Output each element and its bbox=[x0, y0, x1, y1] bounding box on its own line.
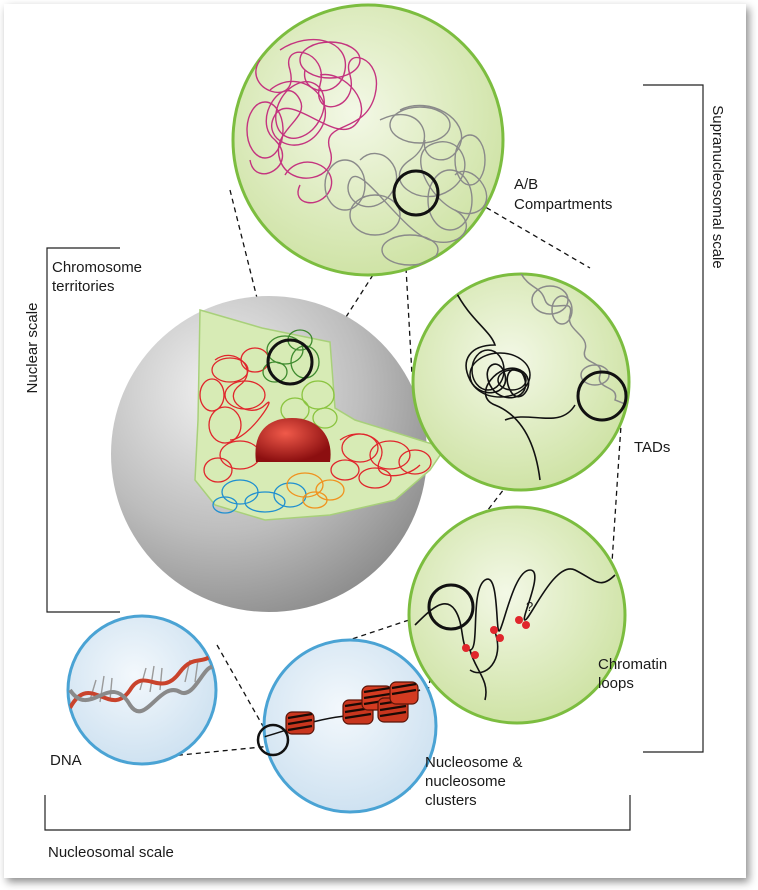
nucleosome-label-line3: clusters bbox=[425, 792, 477, 809]
nucleosome-circle bbox=[256, 638, 438, 814]
dna-label: DNA bbox=[50, 752, 82, 769]
loops-label-line2: loops bbox=[598, 675, 634, 692]
compartments-label-line2: Compartments bbox=[514, 196, 612, 213]
chromosome-territory-red bbox=[199, 347, 432, 489]
loops-label-line1: Chromatin bbox=[598, 656, 667, 673]
chromatin-loops-circle bbox=[407, 505, 627, 725]
territory-zoom-ring bbox=[266, 338, 314, 386]
compartments-label-line1: A/B bbox=[514, 176, 538, 193]
supranucleosomal-scale-label: Supranucleosomal scale bbox=[709, 105, 726, 268]
nuclear-scale-bracket bbox=[46, 247, 120, 613]
chromosome-territory-blue bbox=[212, 479, 307, 514]
nucleosome-zoom-ring bbox=[256, 723, 290, 757]
chromosome-territory-orange bbox=[286, 472, 345, 509]
tads-label: TADs bbox=[634, 439, 670, 456]
compartments-circle bbox=[231, 3, 505, 277]
nuclear-scale-label: Nuclear scale bbox=[24, 303, 41, 394]
nucleolus bbox=[255, 418, 331, 462]
compartment-zoom-ring bbox=[392, 169, 440, 217]
territories-label-line2: territories bbox=[52, 278, 115, 295]
territories-label-line1: Chromosome bbox=[52, 259, 142, 276]
supranucleosomal-scale-bracket bbox=[643, 84, 704, 753]
cohesin-anchors bbox=[462, 616, 530, 659]
nucleosome-label-line1: Nucleosome & bbox=[425, 754, 523, 771]
nucleosome-cluster bbox=[342, 681, 419, 725]
nucleosome-single bbox=[285, 711, 315, 735]
nucleosome-label-line2: nucleosome bbox=[425, 773, 506, 790]
nucleosomal-scale-label: Nucleosomal scale bbox=[48, 844, 174, 861]
chromatin-loop-fiber bbox=[414, 568, 616, 651]
tad-fiber-gray bbox=[519, 274, 629, 411]
nucleus-sphere bbox=[111, 296, 447, 612]
compartment-a-chromatin bbox=[246, 38, 378, 204]
tad-fiber-black bbox=[454, 289, 541, 481]
compartment-b-chromatin bbox=[324, 104, 488, 266]
tads-circle bbox=[411, 272, 631, 492]
loops-question-mark: ? bbox=[526, 599, 533, 614]
dna-double-helix bbox=[68, 648, 216, 714]
nucleosomal-scale-bracket bbox=[44, 795, 631, 831]
tad-zoom-ring bbox=[576, 370, 628, 422]
loop-zoom-ring bbox=[427, 583, 475, 631]
dna-circle bbox=[66, 614, 218, 766]
